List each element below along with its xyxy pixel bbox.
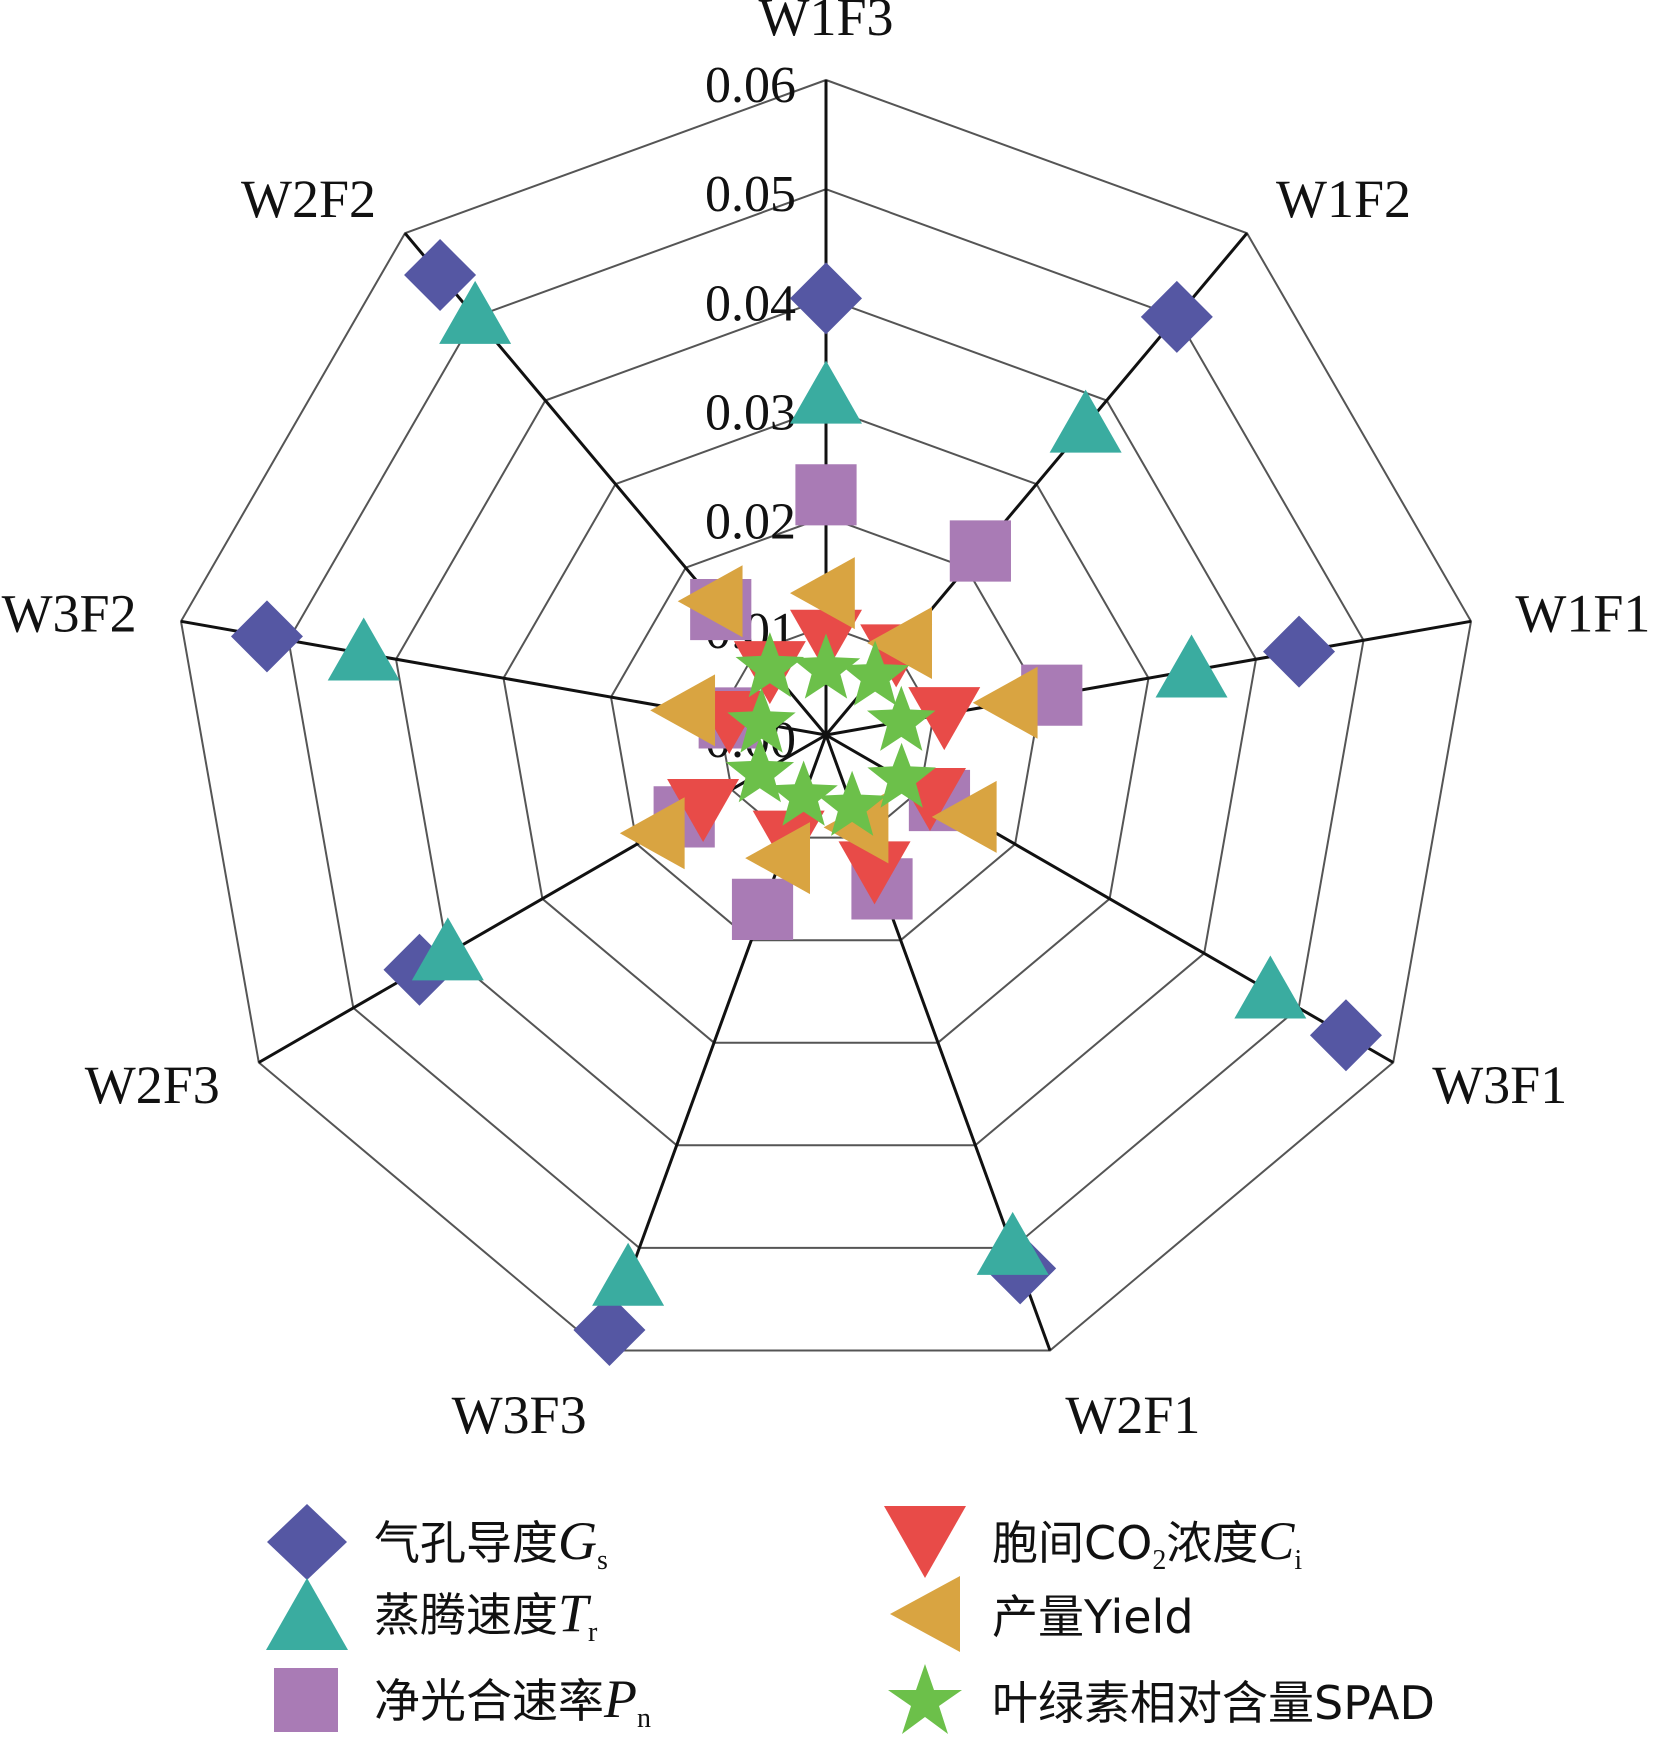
marker-spad-W2F1 [817, 770, 887, 836]
category-label-W2F2: W2F2 [241, 169, 376, 229]
marker-yield-W1F2 [867, 607, 932, 680]
category-label-W1F3: W1F3 [759, 0, 894, 47]
marker-tr-W2F1 [976, 1211, 1049, 1275]
marker-tr-W1F3 [790, 360, 862, 424]
category-label-W3F1: W3F1 [1432, 1055, 1567, 1115]
category-label-W1F1: W1F1 [1515, 583, 1650, 643]
marker-spad-W2F3 [725, 737, 795, 803]
marker-pn-W3F3 [731, 878, 794, 940]
marker-gs-W3F3 [573, 1293, 646, 1366]
category-label-W2F1: W2F1 [1065, 1385, 1200, 1445]
marker-spad-W1F2 [840, 640, 910, 706]
category-label-W3F2: W3F2 [2, 583, 137, 643]
grid-ring-6 [179, 78, 1473, 1352]
marker-tr-W3F3 [592, 1242, 665, 1306]
category-label-W1F2: W1F2 [1276, 169, 1411, 229]
marker-gs-W1F2 [1140, 280, 1213, 353]
marker-spad-W1F1 [867, 685, 936, 751]
grid-ring-5 [287, 188, 1365, 1249]
radial-tick-0.06: 0.06 [705, 57, 796, 114]
grid-ring-1 [717, 624, 935, 839]
marker-gs-W1F3 [790, 262, 862, 335]
data-markers [230, 239, 1382, 1366]
marker-yield-W3F2 [650, 674, 716, 747]
marker-tr-W3F1 [1234, 955, 1307, 1019]
marker-tr-W2F3 [411, 917, 484, 981]
marker-spad-W3F3 [769, 760, 838, 826]
marker-spad-W1F3 [791, 633, 861, 699]
grid-ring-3 [502, 406, 1150, 1044]
marker-yield-W1F1 [972, 666, 1038, 739]
marker-yield-W2F2 [677, 565, 743, 638]
marker-ci-W2F3 [667, 778, 740, 842]
marker-gs-W2F2 [404, 239, 477, 312]
marker-tr-W1F2 [1049, 389, 1122, 453]
marker-gs-W3F1 [1309, 999, 1382, 1072]
marker-yield-W1F3 [790, 557, 855, 630]
marker-yield-W3F1 [931, 780, 997, 853]
marker-yield-W2F1 [823, 791, 889, 864]
radial-tick-0.03: 0.03 [705, 385, 796, 442]
marker-spad-W3F1 [867, 742, 936, 808]
marker-ci-W1F1 [908, 687, 981, 751]
marker-yield-W2F3 [619, 797, 685, 870]
category-label-W2F3: W2F3 [85, 1055, 220, 1115]
marker-pn-W1F2 [949, 520, 1011, 582]
grid-ring-4 [394, 297, 1258, 1147]
radial-tick-0.04: 0.04 [705, 275, 796, 332]
marker-tr-W1F1 [1155, 634, 1228, 698]
marker-gs-W1F1 [1263, 615, 1336, 688]
marker-pn-W1F3 [795, 464, 857, 526]
marker-tr-W2F2 [439, 280, 512, 344]
marker-tr-W3F2 [327, 617, 400, 681]
marker-spad-W3F2 [727, 687, 796, 753]
category-label-W3F3: W3F3 [452, 1385, 587, 1445]
radial-tick-0.02: 0.02 [705, 494, 796, 551]
radial-tick-0.05: 0.05 [705, 166, 796, 223]
marker-gs-W3F2 [230, 600, 303, 673]
marker-ci-W2F1 [838, 841, 911, 905]
grid-ring-2 [609, 515, 1043, 942]
marker-spad-W2F2 [735, 632, 805, 698]
marker-yield-W3F3 [745, 822, 810, 895]
